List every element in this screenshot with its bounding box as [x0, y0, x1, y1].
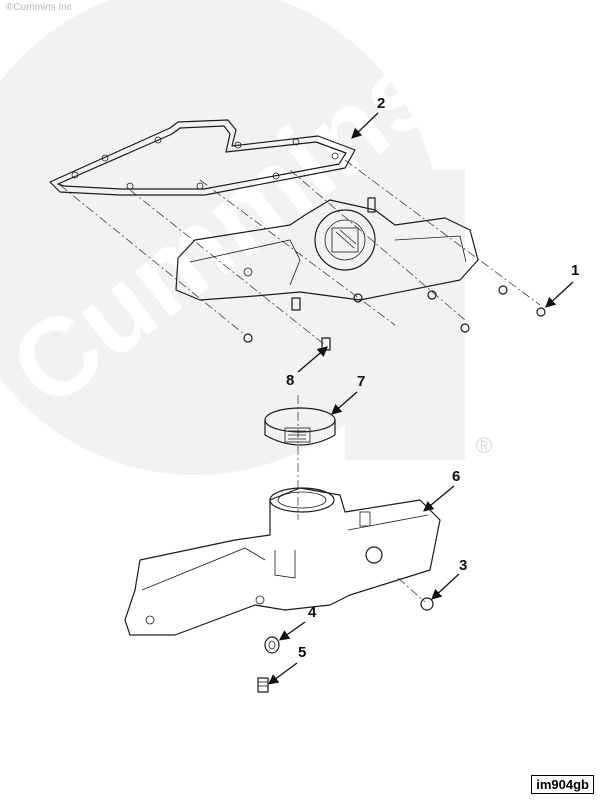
callout-8: 8: [286, 372, 295, 389]
callout-5: 5: [298, 644, 307, 661]
breather-filter-part-7: [264, 407, 336, 446]
valve-cover-assembly: [175, 197, 479, 301]
cap-screws-part-1: [243, 285, 546, 343]
callout-1: 1: [571, 262, 580, 279]
assembly-centerlines: [59, 159, 541, 603]
callout-3: 3: [459, 557, 468, 574]
registered-mark: ®: [476, 433, 492, 458]
plug-part-5: [257, 677, 269, 693]
cap-screw-part-3: [420, 597, 434, 611]
seal-part-4: [264, 636, 280, 654]
callout-leaders: [267, 112, 574, 685]
figure-id-label: im904gb: [531, 775, 594, 794]
callout-7: 7: [357, 373, 366, 390]
callout-6: 6: [452, 468, 461, 485]
copyright-notice: ©Cummins Inc: [6, 2, 72, 13]
valve-cover-part-6: [124, 487, 441, 636]
callout-4: 4: [308, 604, 317, 621]
callout-2: 2: [377, 95, 386, 112]
gasket-part-2: [49, 119, 356, 196]
cummins-watermark: Cummins ®: [0, 0, 492, 475]
